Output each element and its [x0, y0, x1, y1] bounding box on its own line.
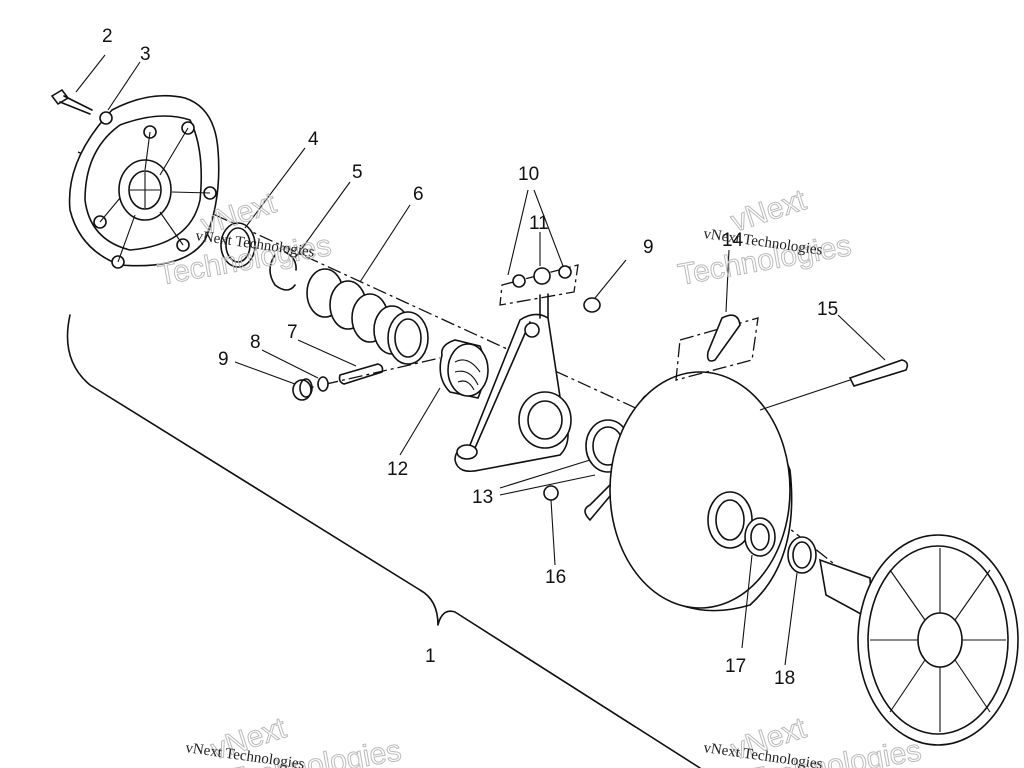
bolt [50, 88, 93, 115]
moveable-sheave [584, 371, 793, 612]
callout-12: 12 [387, 459, 408, 480]
roller-pin [706, 314, 741, 362]
nut [543, 485, 559, 501]
washer-18-inner [792, 541, 812, 569]
roller-washer [512, 274, 526, 288]
callout-3: 3 [140, 44, 151, 65]
roller-group-box [499, 264, 579, 306]
pin [338, 363, 384, 385]
cap-right [583, 297, 601, 313]
pin-long-axis [759, 379, 851, 411]
callout-17: 17 [725, 656, 746, 677]
roller-washer [558, 265, 572, 279]
callout-11: 11 [529, 213, 549, 234]
callout-8: 8 [250, 332, 261, 353]
pin-axis [299, 357, 441, 391]
callout-9-right: 9 [643, 237, 654, 258]
callout-7: 7 [287, 322, 298, 343]
assembly-bracket [66, 314, 701, 768]
cap [292, 378, 313, 401]
callout-4: 4 [308, 129, 319, 150]
callout-6: 6 [413, 184, 424, 205]
callout-15: 15 [817, 299, 838, 320]
fixed-sheave [818, 534, 1019, 746]
washer [99, 111, 113, 125]
callout-16: 16 [545, 567, 566, 588]
callout-13: 13 [472, 487, 493, 508]
bushing [439, 339, 489, 399]
callout-18: 18 [774, 668, 795, 689]
bushing-17 [744, 517, 776, 557]
callout-2: 2 [102, 26, 113, 47]
watermark-bottom-left: vNext Technologies vNext Technologies [184, 711, 404, 768]
callout-10: 10 [518, 164, 539, 185]
roller [533, 267, 551, 285]
clutch-cover [68, 94, 220, 269]
snap-ring [269, 251, 297, 291]
callout-1: 1 [425, 646, 436, 667]
leader-lines [75, 54, 886, 666]
bushing-17-inner [750, 523, 770, 551]
callout-14: 14 [722, 230, 744, 251]
roller-stem [539, 293, 549, 319]
watermark-top-right: vNext Technologies vNext Technologies [675, 183, 854, 293]
callout-5: 5 [352, 162, 363, 183]
pin-long [848, 359, 909, 387]
spider-arm [454, 313, 572, 473]
o-ring [317, 376, 329, 392]
callout-9-left: 9 [218, 349, 229, 370]
spring [306, 268, 429, 365]
ring-inner [225, 227, 251, 263]
